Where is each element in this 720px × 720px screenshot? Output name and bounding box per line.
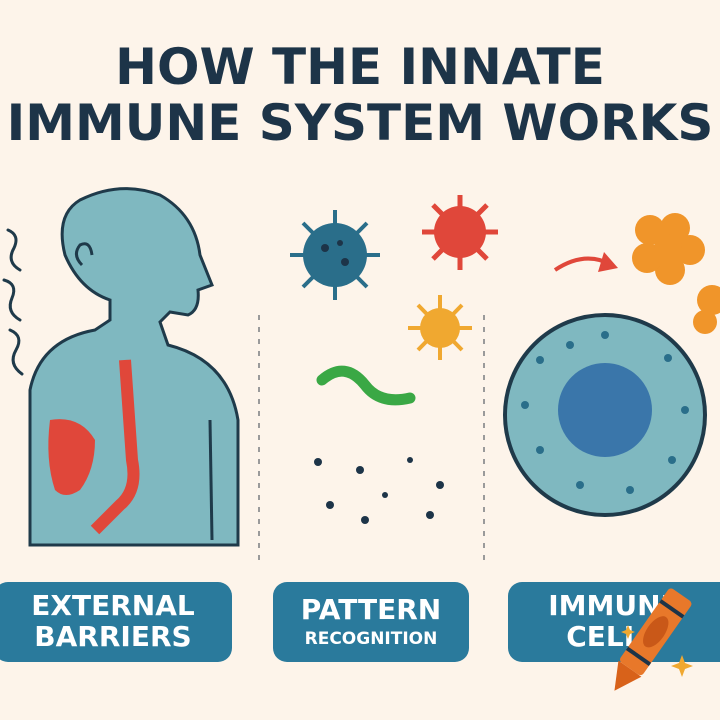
lung-icon [48, 419, 95, 495]
airway-icon [90, 359, 140, 535]
pathogen-cluster-icon [632, 213, 720, 334]
label-line-2: RECOGNITION [304, 629, 438, 650]
label-line-1: PATTERN [300, 593, 442, 627]
label-immune-cells: IMMUNE CELLS [508, 582, 720, 662]
particles-icon [314, 457, 444, 524]
label-line-1: IMMUNE [548, 589, 680, 623]
label-pattern-recognition: PATTERN RECOGNITION [273, 582, 469, 662]
label-line-2: BARRIERS [34, 620, 192, 653]
ear-icon [75, 242, 94, 267]
bacterium-icon [316, 365, 416, 406]
virus-blue-icon [290, 210, 380, 300]
airflow-icon [2, 228, 24, 376]
label-line-1: EXTERNAL [31, 589, 195, 623]
immune-cell-icon [503, 313, 707, 517]
label-line-2: CELLS [566, 620, 662, 653]
title-line-1: HOW THE INNATE [115, 38, 605, 96]
title-line-2: IMMUNE SYSTEM WORKS [6, 94, 714, 152]
label-external-barriers: EXTERNAL BARRIERS [0, 582, 232, 662]
virus-yellow-icon [408, 295, 472, 360]
virus-red-icon [422, 195, 498, 270]
human-body-icon [28, 187, 240, 547]
